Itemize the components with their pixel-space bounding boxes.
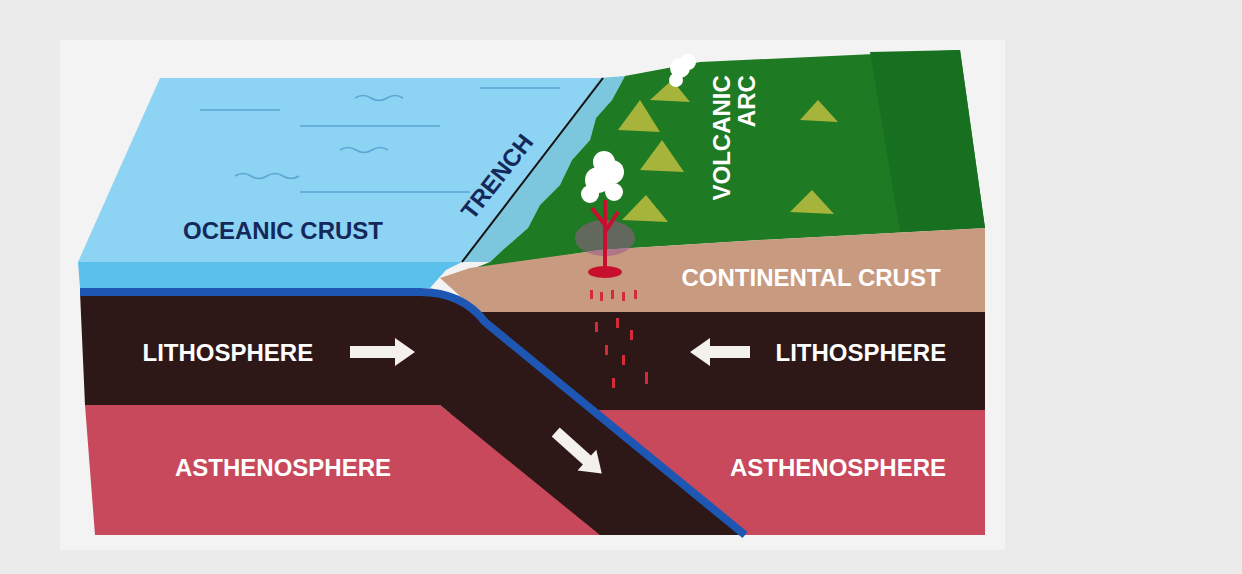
plume-puff: [581, 185, 599, 203]
mountain: [790, 190, 834, 214]
magma-drop: [616, 318, 619, 328]
magma-chamber: [588, 266, 622, 278]
mountain: [622, 195, 668, 222]
magma-drop: [590, 290, 593, 299]
wave: [300, 191, 470, 193]
magma-drop: [634, 290, 637, 299]
magma-drop: [595, 322, 598, 332]
motion-arrows: [350, 338, 750, 484]
wave: [300, 125, 440, 127]
region-label: LITHOSPHERE: [776, 340, 947, 365]
land-shade: [870, 50, 985, 232]
magma-drop: [605, 345, 608, 355]
oceanic-crust-face: [78, 262, 462, 288]
arrow-down: [546, 422, 611, 484]
wave: [480, 87, 560, 89]
subducting-crust-line: [80, 292, 745, 535]
plume-puff: [593, 151, 615, 173]
mountain: [640, 140, 684, 172]
arrow-right: [350, 338, 415, 366]
region-label: VOLCANIC ARC: [709, 75, 759, 205]
magma-drop: [622, 292, 625, 301]
region-label: ASTHENOSPHERE: [175, 455, 391, 480]
magma-drop: [630, 330, 633, 340]
rising-magma: [590, 290, 648, 388]
plume-puff: [605, 183, 623, 201]
region-label: LITHOSPHERE: [143, 340, 314, 365]
magma-drop: [645, 372, 648, 384]
magma-drop: [600, 292, 603, 301]
wave: [200, 109, 280, 111]
magma-conduit: [592, 200, 618, 268]
eruption-plume: [581, 54, 696, 203]
wave: [340, 148, 388, 153]
plume-puff: [680, 54, 696, 70]
oceanic-lithosphere: [80, 292, 745, 535]
region-label: TRENCH: [456, 129, 537, 223]
mountain: [800, 100, 838, 122]
region-label: OCEANIC CRUST: [183, 218, 383, 243]
mountain: [618, 100, 660, 132]
region-label: ASTHENOSPHERE: [730, 455, 946, 480]
wave: [235, 174, 299, 179]
arrow-left: [690, 338, 750, 366]
continental-crust: [440, 228, 985, 314]
magma-drop: [611, 290, 614, 299]
plume-puff: [669, 73, 683, 87]
magma-drop: [612, 378, 615, 388]
region-label: CONTINENTAL CRUST: [682, 265, 941, 290]
picture-ground: [60, 40, 1005, 550]
magma-drop: [622, 355, 625, 365]
wave: [355, 96, 403, 101]
